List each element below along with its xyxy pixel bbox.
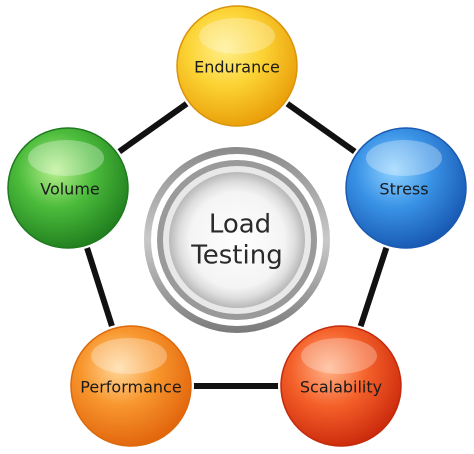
node-scalability: Scalability [278,323,404,449]
node-performance: Performance [68,323,194,449]
node-label-stress: Stress [379,180,428,199]
node-volume: Volume [5,125,131,251]
center-label-line2: Testing [190,241,282,271]
node-label-volume: Volume [40,180,100,199]
node-label-performance: Performance [80,378,181,397]
center-label-line1: Load [209,210,271,240]
node-label-scalability: Scalability [300,378,382,397]
center-hub: Load Testing [144,147,330,333]
node-label-endurance: Endurance [194,58,280,77]
node-endurance: Endurance [174,3,300,129]
node-stress: Stress [343,125,469,251]
